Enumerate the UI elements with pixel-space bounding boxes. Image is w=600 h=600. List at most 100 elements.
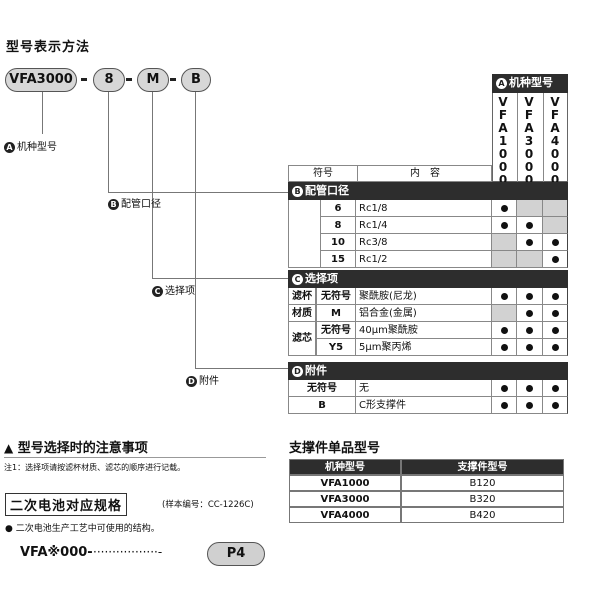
row-content: 聚酰胺(尼龙) <box>356 288 492 305</box>
availability-cell <box>517 380 543 397</box>
availability-cell <box>543 217 568 234</box>
warning-icon: ▲ <box>4 441 14 455</box>
availability-dot <box>500 344 508 351</box>
row-content: Rc1/2 <box>356 251 492 268</box>
row-content: Rc1/4 <box>356 217 492 234</box>
availability-dot <box>551 239 559 246</box>
secondary-leader: ·················- <box>93 545 163 559</box>
availability-dot <box>500 402 508 409</box>
availability-cell <box>492 322 517 339</box>
secondary-model: VFA※000- <box>20 545 93 560</box>
connector-line-b <box>108 192 288 193</box>
model-divider <box>543 93 544 182</box>
availability-dot <box>551 327 559 334</box>
code-dash <box>126 78 132 81</box>
group-label: 滤杯 <box>288 288 316 305</box>
availability-dot <box>551 402 559 409</box>
secondary-bullet: ● 二次电池生产工艺中可使用的结构。 <box>5 524 160 534</box>
code-dash <box>170 78 176 81</box>
section-letter: C <box>292 273 303 285</box>
availability-dot <box>526 385 533 392</box>
row-symbol: Y5 <box>316 339 356 356</box>
availability-cell <box>492 217 517 234</box>
model-divider <box>517 93 518 182</box>
availability-cell <box>543 322 568 339</box>
section-b-spacer <box>288 200 320 268</box>
row-content: Rc1/8 <box>356 200 492 217</box>
row-symbol: 无符号 <box>316 322 356 339</box>
section-letter: B <box>292 185 303 197</box>
row-symbol: 无符号 <box>316 288 356 305</box>
availability-cell <box>517 200 543 217</box>
row-content: 无 <box>356 380 492 397</box>
availability-cell <box>492 339 517 356</box>
support-model-cell: VFA3000 <box>289 491 401 507</box>
availability-dot <box>551 293 559 300</box>
support-title: 支撑件单品型号 <box>289 441 381 456</box>
availability-cell <box>543 397 568 414</box>
caution-divider <box>4 457 266 458</box>
availability-cell <box>517 322 543 339</box>
availability-cell <box>492 380 517 397</box>
availability-cell <box>543 200 568 217</box>
code-part1-pill: 8 <box>93 68 125 92</box>
availability-dot <box>500 222 508 229</box>
group-label: 材质 <box>288 305 316 322</box>
availability-cell <box>492 305 517 322</box>
row-content: 铝合金(金属) <box>356 305 492 322</box>
connector-line-d <box>195 368 288 369</box>
row-symbol: M <box>316 305 356 322</box>
availability-dot <box>500 205 508 212</box>
code-dash <box>81 78 87 81</box>
code-part3-pill: B <box>181 68 211 92</box>
availability-cell <box>517 339 543 356</box>
section-title: 附件 <box>305 364 327 377</box>
row-symbol: 无符号 <box>288 380 356 397</box>
availability-dot <box>526 293 533 300</box>
availability-cell <box>543 251 568 268</box>
connector-line-b <box>108 92 109 192</box>
availability-cell <box>492 234 517 251</box>
availability-cell <box>517 397 543 414</box>
header-content: 内 容 <box>410 168 440 179</box>
secondary-title: 二次电池对应规格 <box>5 493 128 516</box>
row-content: 40μm聚酰胺 <box>356 322 492 339</box>
connector-line-c <box>152 92 153 278</box>
code-base-pill: VFA3000 <box>5 68 77 92</box>
section-title: 配管口径 <box>305 184 349 197</box>
availability-dot <box>551 310 559 317</box>
availability-cell <box>492 200 517 217</box>
section-letter: D <box>292 365 303 377</box>
row-symbol: B <box>288 397 356 414</box>
page-ref-pill[interactable]: P4 <box>207 542 265 566</box>
support-part-cell: B120 <box>401 475 564 491</box>
support-header-model: 机种型号 <box>289 459 401 475</box>
connector-line-c <box>152 278 288 279</box>
row-content: C形支撑件 <box>356 397 492 414</box>
section-title: 选择项 <box>305 272 338 285</box>
availability-cell <box>517 305 543 322</box>
page-title: 型号表示方法 <box>6 40 91 55</box>
availability-cell <box>492 251 517 268</box>
support-part-cell: B420 <box>401 507 564 523</box>
availability-cell <box>543 234 568 251</box>
availability-cell <box>517 288 543 305</box>
caution-title: ▲ 型号选择时的注意事项 <box>4 441 148 456</box>
availability-cell <box>492 288 517 305</box>
header-divider <box>357 166 358 181</box>
header-symbol: 符号 <box>313 168 333 179</box>
availability-dot <box>526 310 533 317</box>
availability-cell <box>492 397 517 414</box>
row-content: 5μm聚丙烯 <box>356 339 492 356</box>
availability-dot <box>526 402 533 409</box>
availability-dot <box>526 222 533 229</box>
availability-dot <box>551 385 559 392</box>
row-symbol: 6 <box>320 200 356 217</box>
